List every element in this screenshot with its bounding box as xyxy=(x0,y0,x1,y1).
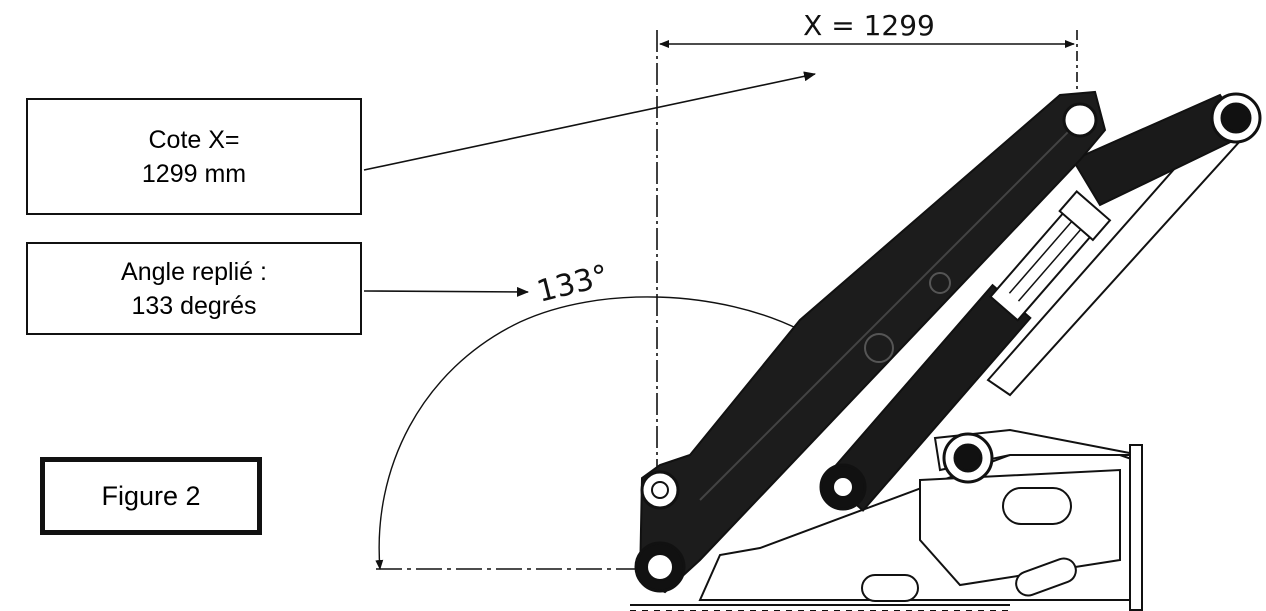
boom-edge xyxy=(699,119,1081,501)
pivot-pins xyxy=(634,92,1262,593)
base-frame xyxy=(630,428,1143,611)
callout-cote-line2: 1299 mm xyxy=(141,159,247,188)
hydraulic-cylinder xyxy=(823,190,1112,512)
leader-cote xyxy=(363,71,816,171)
dimension-x: X = 1299 xyxy=(656,9,1078,480)
callout-cote: Cote X= 1299 mm xyxy=(26,98,362,215)
leader-angle xyxy=(363,286,529,297)
callout-cote-line1: Cote X= xyxy=(148,125,240,154)
figure-label: Figure 2 xyxy=(40,457,262,535)
callout-angle-line1: Angle replié : xyxy=(121,257,267,286)
callout-angle-line2: 133 degrés xyxy=(131,291,257,320)
dimension-x-label: X = 1299 xyxy=(803,9,935,42)
angle-label: 133° xyxy=(533,258,612,309)
callout-angle: Angle replié : 133 degrés xyxy=(26,242,362,335)
